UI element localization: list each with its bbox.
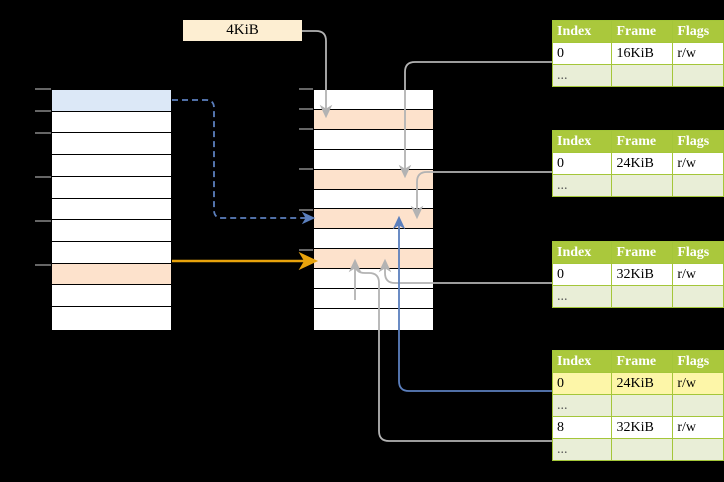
page-table-2-header-index: Index (551, 130, 613, 153)
page-table-4-cell: ... (551, 394, 613, 417)
physical-frame-row (314, 209, 433, 230)
virtual-page-row (52, 155, 171, 177)
page-table-1-header-index: Index (551, 20, 613, 43)
physical-memory-column (313, 89, 434, 331)
virtual-page-row (52, 242, 171, 264)
physical-frame-row (314, 109, 433, 130)
physical-frame-row (314, 229, 433, 250)
blue-dashed-virtual-to-physical (172, 99, 316, 225)
page-table-1-cell: r/w (672, 42, 724, 65)
page-table-3-cell: 32KiB (611, 263, 674, 286)
page-table-1-row: ... (551, 64, 724, 87)
virtual-page-row (52, 263, 171, 286)
page-table-1-header-flags: Flags (672, 20, 724, 43)
virtual-page-row (52, 90, 171, 112)
page-table-2-cell: ... (551, 174, 613, 197)
virtual-page-row (52, 220, 171, 243)
virtual-address-space-column (51, 89, 172, 331)
physical-frame-row (314, 269, 433, 290)
page-table-4-cell: r/w (672, 372, 724, 395)
page-table-4-header-index: Index (551, 350, 613, 373)
page-table-1-cell: ... (551, 64, 613, 87)
virtual-page-row (52, 111, 171, 134)
page-table-3-cell (672, 285, 724, 308)
page-size-label: 4KiB (183, 20, 302, 41)
page-table-2-header-flags: Flags (672, 130, 724, 153)
physical-frame-row (314, 129, 433, 150)
page-table-3-header-flags: Flags (672, 241, 724, 264)
page-table-3-cell (611, 285, 674, 308)
page-table-2-cell: r/w (672, 152, 724, 175)
page-table-3-header-frame: Frame (611, 241, 674, 264)
page-table-3-row: ... (551, 285, 724, 308)
virtual-page-row (52, 307, 171, 329)
page-table-4-row: ... (551, 438, 724, 461)
page-table-4-cell: 24KiB (611, 372, 674, 395)
left-column-ticks (35, 88, 51, 266)
page-table-4-header-flags: Flags (672, 350, 724, 373)
page-table-1-cell: 16KiB (611, 42, 674, 65)
page-table-4-cell: 8 (551, 416, 613, 439)
page-table-4-cell (611, 394, 674, 417)
page-table-2-row: ... (551, 174, 724, 197)
page-table-2-cell (672, 174, 724, 197)
virtual-page-row (52, 176, 171, 199)
page-table-3-cell: r/w (672, 263, 724, 286)
page-table-2-cell: 24KiB (611, 152, 674, 175)
page-table-4-cell (672, 438, 724, 461)
physical-frame-row (314, 308, 433, 329)
page-table-4-cell: r/w (672, 416, 724, 439)
page-table-3-cell: 0 (551, 263, 613, 286)
page-table-1-header-frame: Frame (611, 20, 674, 43)
page-table-4-cell (611, 438, 674, 461)
page-table-4-cell: ... (551, 438, 613, 461)
virtual-page-row (52, 198, 171, 221)
physical-frame-row (314, 289, 433, 309)
physical-frame-row (314, 90, 433, 110)
page-table-4-cell: 0 (551, 372, 613, 395)
middle-column-ticks (299, 88, 313, 251)
page-table-2-cell: 0 (551, 152, 613, 175)
page-table-1-cell (672, 64, 724, 87)
page-table-1-cell (611, 64, 674, 87)
virtual-page-row (52, 133, 171, 156)
page-table-3-header-index: Index (551, 241, 613, 264)
page-table-2-cell (611, 174, 674, 197)
physical-frame-row (314, 189, 433, 210)
page-table-4-row: ... (551, 394, 724, 417)
page-table-2-header-frame: Frame (611, 130, 674, 153)
virtual-page-row (52, 285, 171, 308)
physical-frame-row (314, 249, 433, 270)
gray-table2-to-physical (410, 171, 552, 220)
page-table-4-cell (672, 394, 724, 417)
physical-frame-row (314, 149, 433, 170)
page-table-4-header-frame: Frame (611, 350, 674, 373)
page-table-3-cell: ... (551, 285, 613, 308)
page-table-1-cell: 0 (551, 42, 613, 65)
physical-frame-row (314, 169, 433, 190)
page-table-4-cell: 32KiB (611, 416, 674, 439)
